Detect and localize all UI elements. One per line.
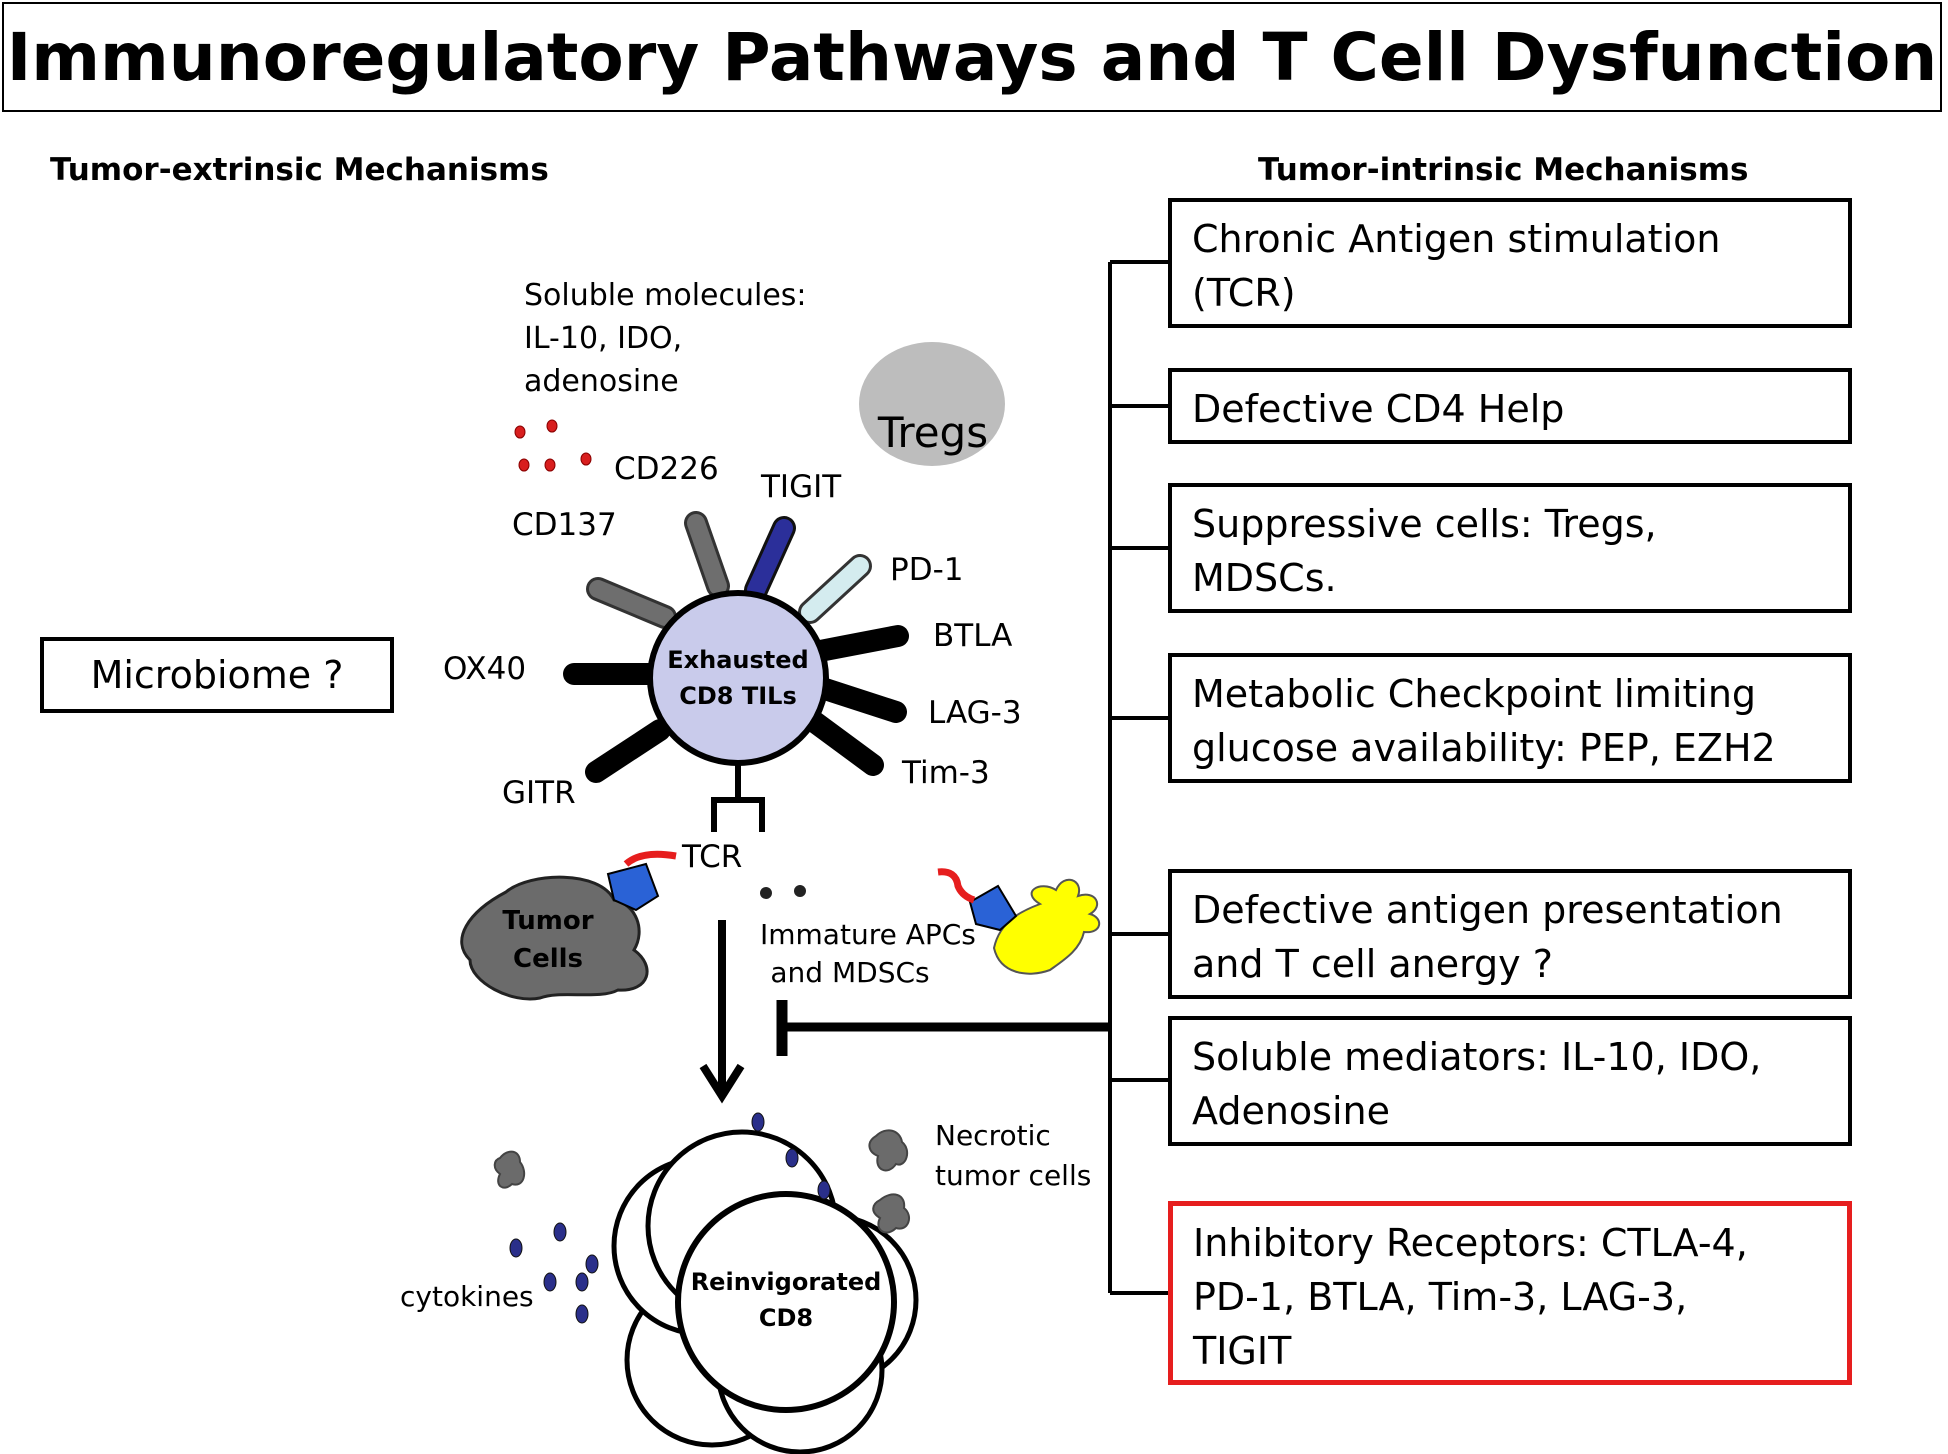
apc-line: and MDSCs <box>770 956 930 989</box>
microbiome-box: Microbiome ? <box>40 637 394 713</box>
mechanism-line: Adenosine <box>1192 1089 1390 1133</box>
cd137-label: CD137 <box>512 507 617 543</box>
tumor-extrinsic-heading: Tumor-extrinsic Mechanisms <box>50 152 549 188</box>
reinvigorated-cd8-label: Reinvigorated CD8 <box>686 1264 886 1336</box>
mechanism-soluble-mediators: Soluble mediators: IL-10, IDO, Adenosine <box>1168 1016 1852 1146</box>
mechanism-line: MDSCs. <box>1192 556 1337 600</box>
apc-dots <box>760 885 806 899</box>
ox40-label: OX40 <box>443 651 527 687</box>
btla-label: BTLA <box>933 618 1013 654</box>
tregs-label: Tregs <box>877 407 989 457</box>
gitr-receptor <box>585 719 671 783</box>
tumor-line: Tumor <box>502 906 594 936</box>
gitr-label: GITR <box>502 775 576 811</box>
tumor-mhc-complex <box>606 850 677 912</box>
mechanism-line: and T cell anergy ? <box>1192 942 1553 986</box>
tumor-intrinsic-heading: Tumor-intrinsic Mechanisms <box>1258 152 1749 188</box>
exhausted-cd8-cell <box>647 590 829 766</box>
reinvigorated-cd8-cell <box>675 1191 897 1413</box>
immature-apc-shape <box>992 878 1100 975</box>
mechanism-defective-cd4-help: Defective CD4 Help <box>1168 368 1852 444</box>
pd1-receptor <box>801 557 869 621</box>
mechanism-inhibitory-receptors: Inhibitory Receptors: CTLA-4, PD-1, BTLA… <box>1168 1201 1852 1385</box>
exhausted-line: CD8 TILs <box>679 682 797 710</box>
mechanism-line: glucose availability: PEP, EZH2 <box>1192 726 1776 770</box>
tim3-receptor <box>801 709 884 776</box>
reinvigorated-line: Reinvigorated <box>690 1268 882 1296</box>
mechanism-suppressive-cells: Suppressive cells: Tregs, MDSCs. <box>1168 483 1852 613</box>
apc-line: Immature APCs <box>760 918 976 951</box>
pd1-label: PD-1 <box>890 552 964 588</box>
cd226-label: CD226 <box>614 451 719 487</box>
receptors <box>563 511 909 783</box>
soluble-line: Soluble molecules: <box>524 278 807 313</box>
cd226-receptor <box>687 514 727 595</box>
mechanism-bracket <box>1108 260 1168 1295</box>
cd137-receptor <box>589 580 674 626</box>
tregs-cell <box>859 342 1005 466</box>
tumor-cells-shape <box>460 875 649 1001</box>
apc-mhc-complex <box>937 868 1018 932</box>
necrotic-tumor-cells <box>493 1129 911 1234</box>
mechanism-line: (TCR) <box>1192 271 1296 315</box>
btla-receptor <box>809 625 909 662</box>
mechanism-line: Chronic Antigen stimulation <box>1192 217 1721 261</box>
necrotic-tumor-cells-label: Necrotic tumor cells <box>935 1116 1091 1196</box>
diagram-title: Immunoregulatory Pathways and T Cell Dys… <box>2 2 1942 112</box>
tim3-label: Tim-3 <box>902 755 990 791</box>
immature-apcs-label: Immature APCs and MDSCs <box>760 916 976 992</box>
mechanism-defective-antigen-presentation: Defective antigen presentation and T cel… <box>1168 869 1852 999</box>
soluble-molecule-dots <box>514 419 592 472</box>
tumor-cells-label: Tumor Cells <box>488 902 608 978</box>
inhibition-arrow <box>776 1000 1110 1056</box>
tigit-label: TIGIT <box>761 469 842 505</box>
mechanism-chronic-antigen: Chronic Antigen stimulation (TCR) <box>1168 198 1852 328</box>
cytokine-dots <box>509 1112 831 1324</box>
exhausted-line: Exhausted <box>667 646 809 674</box>
tumor-line: Cells <box>512 944 583 974</box>
mechanism-metabolic-checkpoint: Metabolic Checkpoint limiting glucose av… <box>1168 653 1852 783</box>
cytokines-label: cytokines <box>400 1280 534 1313</box>
lag3-receptor <box>811 677 907 723</box>
necrotic-line: tumor cells <box>935 1159 1092 1192</box>
mechanism-line: Inhibitory Receptors: CTLA-4, <box>1193 1221 1748 1265</box>
exhausted-cd8-label: Exhausted CD8 TILs <box>650 642 826 714</box>
soluble-line: IL-10, IDO, <box>524 321 683 356</box>
tigit-receptor <box>747 519 793 599</box>
lag3-label: LAG-3 <box>928 695 1022 731</box>
mechanism-line: Defective antigen presentation <box>1192 888 1783 932</box>
tcr-label: TCR <box>682 839 743 875</box>
soluble-molecules-label: Soluble molecules: IL-10, IDO, adenosine <box>524 274 807 403</box>
mechanism-line: Metabolic Checkpoint limiting <box>1192 672 1757 716</box>
necrotic-line: Necrotic <box>935 1119 1051 1152</box>
mechanism-line: Suppressive cells: Tregs, <box>1192 502 1657 546</box>
mechanism-line: PD-1, BTLA, Tim-3, LAG-3, <box>1193 1275 1688 1319</box>
down-arrow <box>699 920 745 1104</box>
mechanism-line: TIGIT <box>1193 1329 1292 1373</box>
mechanism-line: Defective CD4 Help <box>1192 387 1565 431</box>
reinvigorated-line: CD8 <box>758 1304 814 1332</box>
soluble-line: adenosine <box>524 364 679 399</box>
mechanism-line: Soluble mediators: IL-10, IDO, <box>1192 1035 1762 1079</box>
